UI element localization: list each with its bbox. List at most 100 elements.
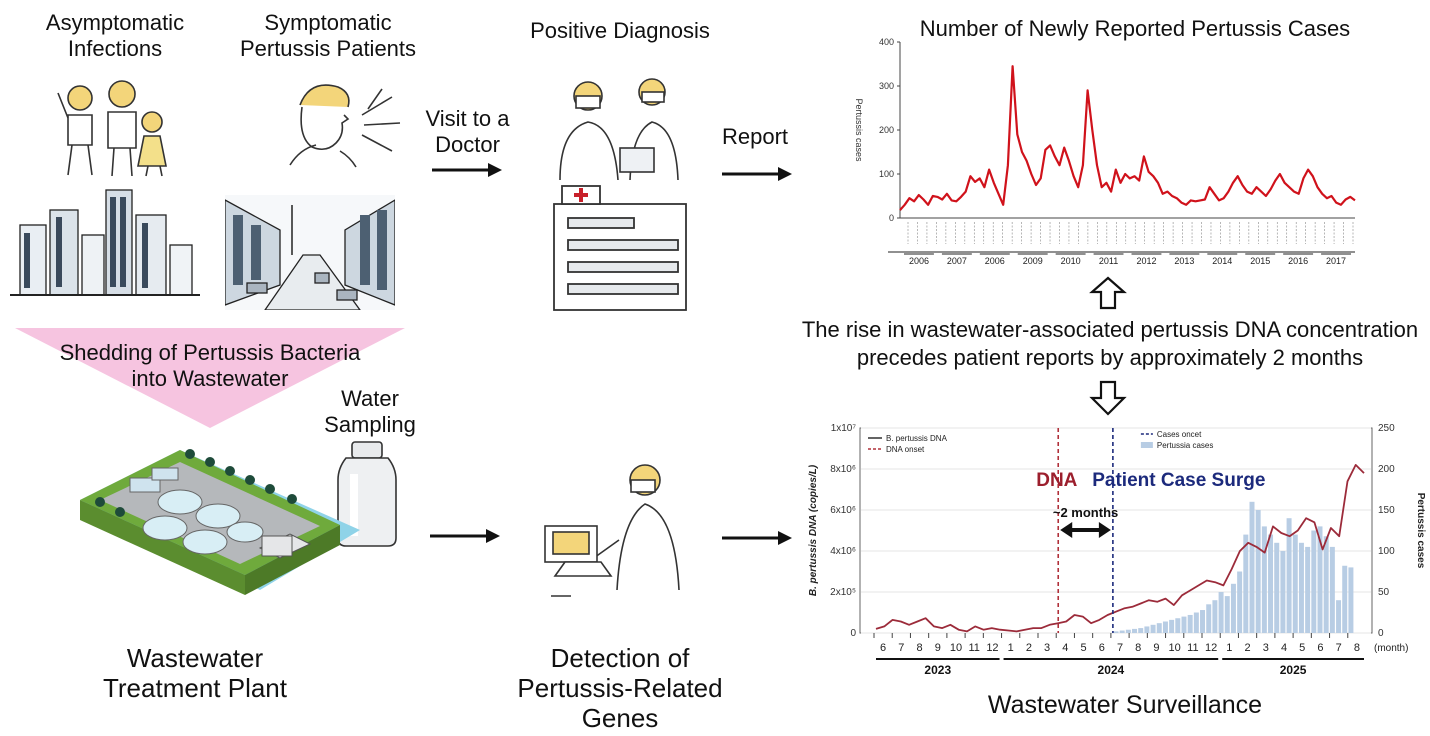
visit-doctor-line2: Doctor — [435, 132, 500, 157]
hospital-illustration — [553, 185, 687, 311]
asymptomatic-line2: Infections — [67, 36, 163, 61]
arrow-to-detection — [430, 529, 500, 543]
hollow-up-arrow — [1089, 276, 1127, 310]
legend-dna-label: B. pertussis DNA — [886, 434, 948, 443]
lag-annotation: ~2 months — [1053, 505, 1118, 520]
y-tick-label: 300 — [879, 81, 894, 91]
finding-text: The rise in wastewater-associated pertus… — [780, 316, 1430, 372]
case-bar — [1237, 571, 1243, 633]
finding-line2: precedes patient reports by approximatel… — [856, 345, 1364, 370]
year-label: 2009 — [1023, 256, 1043, 266]
x-month-label: 9 — [1153, 642, 1159, 654]
wwtp-label: Wastewater Treatment Plant — [90, 643, 300, 703]
y-left-tick-label: 0 — [850, 628, 856, 639]
case-bar — [1212, 600, 1218, 633]
case-bar — [1317, 526, 1323, 633]
visit-doctor-line1: Visit to a — [425, 106, 510, 131]
case-bar — [1280, 551, 1286, 633]
lag-arrow-left-head — [1060, 522, 1073, 538]
x-month-label: 4 — [1062, 642, 1068, 654]
surveillance-label: Wastewater Surveillance — [987, 691, 1263, 719]
arrow-to-doctor — [432, 163, 502, 177]
x-month-label: 5 — [1080, 642, 1086, 654]
case-bar — [1200, 610, 1206, 633]
case-bar — [1138, 628, 1144, 633]
series-line — [899, 65, 1356, 211]
year-label: 2006 — [909, 256, 929, 266]
y-tick-label: 0 — [889, 213, 894, 223]
case-bar — [1125, 629, 1131, 633]
x-month-label: 7 — [898, 642, 904, 654]
detection-line2: Pertussis-Related — [517, 673, 723, 703]
case-bar — [1342, 565, 1348, 633]
detection-line1: Detection of — [550, 643, 690, 673]
y-right-tick-label: 100 — [1378, 546, 1395, 557]
y-right-axis-label: Pertussis cases — [1415, 493, 1426, 569]
y-tick-label: 400 — [879, 37, 894, 47]
x-month-label: 11 — [969, 642, 980, 654]
case-bar — [1113, 631, 1119, 633]
wwtp-line1: Wastewater — [126, 643, 264, 673]
x-month-label: 12 — [1205, 642, 1217, 654]
x-month-label: 9 — [935, 642, 941, 654]
coughing-person-illustration — [289, 84, 401, 168]
water-sampling-line2: Sampling — [324, 412, 416, 437]
year-label: 2017 — [1326, 256, 1346, 266]
legend-cases-label: Pertussia cases — [1157, 441, 1213, 450]
x-month-label: 4 — [1281, 642, 1287, 654]
case-bar — [1305, 546, 1311, 633]
year-label: 2011 — [1099, 256, 1118, 266]
case-bar — [1286, 518, 1292, 633]
y-tick-label: 100 — [879, 169, 894, 179]
shedding-triangle — [15, 328, 405, 428]
x-month-label: 3 — [1044, 642, 1050, 654]
case-bar — [1181, 616, 1187, 633]
case-bar — [1255, 510, 1261, 633]
y-right-tick-label: 250 — [1378, 423, 1395, 434]
shedding-line2: into Wastewater — [131, 366, 289, 391]
year-label: 2013 — [1174, 256, 1194, 266]
year-label: 2012 — [1136, 256, 1156, 266]
asymptomatic-line1: Asymptomatic — [45, 10, 185, 35]
x-month-label: 8 — [1354, 642, 1360, 654]
sample-bottle-icon — [337, 441, 397, 547]
dna-annotation: DNA — [1036, 470, 1077, 491]
case-bar — [1261, 526, 1267, 633]
year-label: 2025 — [1280, 663, 1307, 677]
y-right-tick-label: 50 — [1378, 587, 1390, 598]
symptomatic-line2: Pertussis Patients — [239, 36, 417, 61]
case-bar — [1119, 630, 1125, 633]
case-bar — [1249, 501, 1255, 633]
x-month-label: 2 — [1244, 642, 1250, 654]
case-bar — [1132, 628, 1138, 633]
wwtp-line2: Treatment Plant — [102, 673, 287, 703]
y-left-tick-label: 8x10⁶ — [830, 464, 856, 475]
y-tick-label: 200 — [879, 125, 894, 135]
city-skyline-illustration — [10, 189, 200, 296]
case-bar — [1150, 624, 1156, 633]
legend-cases-onset-label: Cases oncet — [1157, 430, 1202, 439]
x-month-label: 2 — [1026, 642, 1032, 654]
case-bar — [1144, 626, 1150, 633]
y-left-axis-label: B. pertussis DNA (copies/L) — [808, 464, 819, 596]
case-bar — [1175, 618, 1181, 633]
case-bar — [1243, 534, 1249, 633]
y-left-tick-label: 4x10⁶ — [830, 546, 856, 557]
city-street-illustration — [225, 195, 395, 310]
shedding-line1: Shedding of Pertussis Bacteria — [59, 340, 361, 365]
x-month-label: 12 — [986, 642, 998, 654]
case-bar — [1193, 612, 1199, 633]
report-label: Report — [721, 124, 789, 149]
x-month-label: 7 — [1117, 642, 1123, 654]
year-label: 2024 — [1098, 663, 1125, 677]
legend-dna-onset-label: DNA onset — [886, 445, 925, 454]
case-bar — [1292, 534, 1298, 633]
case-bar — [1336, 600, 1342, 633]
finding-line1: The rise in wastewater-associated pertus… — [801, 317, 1419, 342]
y-left-tick-label: 6x10⁶ — [830, 505, 856, 516]
y-right-tick-label: 200 — [1378, 464, 1395, 475]
wastewater-surveillance-chart: 02x10⁵4x10⁶6x10⁶8x10⁶1x10⁷05010015020025… — [808, 423, 1426, 677]
x-month-label: 6 — [880, 642, 886, 654]
doctors-illustration — [559, 78, 679, 180]
